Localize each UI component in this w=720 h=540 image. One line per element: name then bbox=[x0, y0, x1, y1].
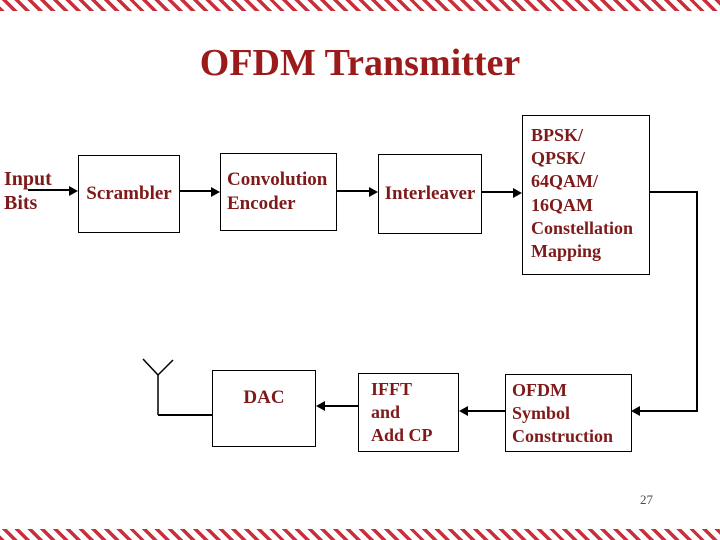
block-ofdm-symbol-construction: OFDM Symbol Construction bbox=[505, 374, 632, 452]
arrowhead-ofdm-to-ifft bbox=[459, 406, 468, 416]
arrowhead-input-to-scrambler bbox=[69, 186, 78, 196]
block-interleaver: Interleaver bbox=[378, 154, 482, 234]
ofdm-symbol-line3: Construction bbox=[512, 425, 614, 446]
connector-interleaver-to-constellation bbox=[482, 191, 514, 193]
connector-dac-to-antenna bbox=[158, 414, 212, 416]
antenna-icon bbox=[142, 358, 174, 415]
slide-title: OFDM Transmitter bbox=[199, 42, 521, 84]
block-scrambler: Scrambler bbox=[78, 155, 180, 233]
connector-input-to-scrambler bbox=[28, 189, 70, 191]
encoder-line1: Convolution bbox=[227, 169, 328, 190]
ifft-line1: IFFT bbox=[371, 379, 413, 399]
arrowhead-to-ofdm-symbol bbox=[631, 406, 640, 416]
constellation-line3: 64QAM/ bbox=[531, 171, 598, 192]
ifft-line3: Add CP bbox=[371, 425, 433, 445]
constellation-line6: Mapping bbox=[531, 241, 602, 262]
interleaver-label: Interleaver bbox=[384, 183, 476, 204]
connector-right-vertical bbox=[696, 191, 698, 412]
connector-ofdm-to-ifft bbox=[467, 410, 505, 412]
arrowhead-ifft-to-dac bbox=[316, 401, 325, 411]
block-dac: DAC bbox=[212, 370, 316, 447]
connector-scrambler-to-encoder bbox=[179, 190, 212, 192]
constellation-line4: 16QAM bbox=[531, 194, 593, 215]
constellation-line2: QPSK/ bbox=[531, 148, 586, 169]
bottom-border-stripes bbox=[0, 529, 720, 540]
page-number: 27 bbox=[640, 492, 653, 507]
encoder-line2: Encoder bbox=[227, 193, 296, 214]
block-convolution-encoder: Convolution Encoder bbox=[220, 153, 337, 231]
block-ifft-add-cp: IFFT and Add CP bbox=[358, 373, 459, 452]
arrowhead-scrambler-to-encoder bbox=[211, 187, 220, 197]
scrambler-label: Scrambler bbox=[86, 183, 172, 204]
dac-label: DAC bbox=[243, 386, 285, 408]
input-bits-line1: Input bbox=[4, 168, 52, 190]
constellation-line1: BPSK/ bbox=[531, 125, 584, 145]
connector-encoder-to-interleaver bbox=[337, 190, 370, 192]
connector-constellation-exit bbox=[649, 191, 698, 193]
constellation-line5: Constellation bbox=[531, 217, 634, 238]
top-border-stripes bbox=[0, 0, 720, 11]
connector-ifft-to-dac bbox=[324, 405, 358, 407]
ofdm-symbol-line1: OFDM bbox=[512, 379, 567, 400]
arrowhead-encoder-to-interleaver bbox=[369, 187, 378, 197]
ifft-line2: and bbox=[371, 402, 401, 422]
arrowhead-interleaver-to-constellation bbox=[513, 188, 522, 198]
input-bits-label: Input Bits bbox=[4, 167, 52, 215]
ofdm-symbol-line2: Symbol bbox=[512, 402, 571, 423]
connector-to-ofdm-symbol bbox=[640, 410, 698, 412]
input-bits-line2: Bits bbox=[4, 192, 38, 214]
block-constellation-mapping: BPSK/ QPSK/ 64QAM/ 16QAM Constellation M… bbox=[522, 115, 650, 275]
